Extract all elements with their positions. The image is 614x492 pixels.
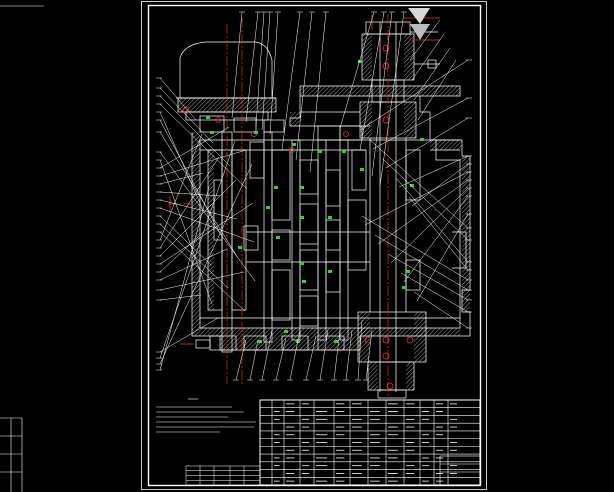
leader-left-29 xyxy=(159,186,210,371)
leader-left-26 xyxy=(159,317,219,353)
title-block-table xyxy=(259,399,481,486)
leader-bottom-6 xyxy=(319,329,329,381)
leader-right-5 xyxy=(364,171,469,226)
leader-upper-right-0 xyxy=(409,19,441,61)
leader-top-0 xyxy=(231,11,243,119)
leader-bottom-8 xyxy=(345,329,353,381)
leader-top-3 xyxy=(261,11,271,131)
leader-top-10 xyxy=(371,11,393,177)
leader-left-5 xyxy=(159,119,222,236)
leader-right-13 xyxy=(408,196,469,271)
leader-left-0 xyxy=(159,77,197,121)
leader-left-14 xyxy=(159,207,255,243)
leader-top-4 xyxy=(269,11,279,135)
leader-right-9 xyxy=(416,213,469,302)
leader-left-18 xyxy=(159,133,203,241)
revision-table xyxy=(185,465,261,486)
leader-bottom-0 xyxy=(235,339,247,381)
green-callouts xyxy=(206,60,424,343)
leader-top-9 xyxy=(359,11,385,151)
leader-top-2 xyxy=(255,11,265,127)
technical-notes-block xyxy=(156,398,256,433)
leader-right-14 xyxy=(361,215,469,281)
spindle-tip xyxy=(377,389,407,399)
leader-right-15 xyxy=(374,234,469,291)
leader-bottom-3 xyxy=(275,337,287,381)
leader-right-7 xyxy=(390,187,469,264)
leader-bottom-2 xyxy=(261,329,273,381)
leader-left-25 xyxy=(159,294,202,301)
leader-left-28 xyxy=(159,163,253,365)
leader-left-2 xyxy=(159,95,231,167)
leader-left-15 xyxy=(159,215,212,266)
leader-bottom-1 xyxy=(249,339,259,381)
leader-right-2 xyxy=(385,117,469,169)
leader-upper-right-1 xyxy=(411,33,445,81)
leader-right-12 xyxy=(395,177,469,263)
leader-left-6 xyxy=(159,131,239,259)
leader-right-16 xyxy=(387,253,469,301)
leader-bottom-10 xyxy=(365,329,373,381)
motor-housing xyxy=(179,41,273,99)
leader-upper-right-2 xyxy=(413,47,451,101)
leader-bottom-4 xyxy=(289,329,301,381)
leader-left-21 xyxy=(159,202,254,265)
leader-left-1 xyxy=(159,87,214,144)
leader-right-3 xyxy=(398,155,469,188)
leader-bottom-5 xyxy=(305,335,317,381)
model-space-fragments xyxy=(0,5,44,492)
leader-left-20 xyxy=(159,179,237,257)
leader-left-16 xyxy=(159,223,229,289)
gray-wedge xyxy=(408,8,430,24)
leader-right-11 xyxy=(382,158,469,241)
leader-right-17 xyxy=(400,272,469,313)
leader-left-19 xyxy=(159,156,220,249)
leader-left-8 xyxy=(159,159,213,305)
leader-left-12 xyxy=(159,191,221,197)
leader-right-0 xyxy=(359,59,469,131)
leader-left-3 xyxy=(159,103,248,190)
leader-left-22 xyxy=(159,225,211,273)
leader-left-9 xyxy=(159,126,230,169)
leader-right-8 xyxy=(403,195,469,283)
leader-left-27 xyxy=(159,140,236,359)
leader-top-7 xyxy=(309,11,327,173)
leader-right-1 xyxy=(372,97,469,150)
leader-left-7 xyxy=(159,151,256,282)
title-block-drawing-name-box xyxy=(439,455,481,486)
leader-top-1 xyxy=(245,11,259,123)
centerlines xyxy=(168,14,389,398)
leader-bottom-9 xyxy=(357,319,363,381)
section-hatching xyxy=(178,34,470,390)
leader-bottom-7 xyxy=(333,329,341,381)
leader-upper-right-3 xyxy=(417,59,457,121)
leader-top-11 xyxy=(379,11,405,187)
outer-sheet-border xyxy=(141,1,487,490)
balloon-leader-lines xyxy=(156,11,472,381)
leader-top-8 xyxy=(339,11,375,129)
gear-blocks xyxy=(207,141,421,327)
leader-right-4 xyxy=(411,163,469,207)
gray-wedge-2 xyxy=(410,24,430,40)
leader-left-23 xyxy=(159,248,228,281)
leader-right-10 xyxy=(369,139,469,229)
leader-left-24 xyxy=(159,271,245,291)
top-bolt-head xyxy=(427,59,437,69)
leader-top-6 xyxy=(295,11,313,161)
leader-right-18 xyxy=(413,291,469,329)
leader-left-11 xyxy=(159,172,204,185)
leader-right-6 xyxy=(377,179,469,245)
leader-left-10 xyxy=(159,149,247,177)
leader-left-13 xyxy=(159,199,238,220)
leader-top-5 xyxy=(281,11,301,151)
